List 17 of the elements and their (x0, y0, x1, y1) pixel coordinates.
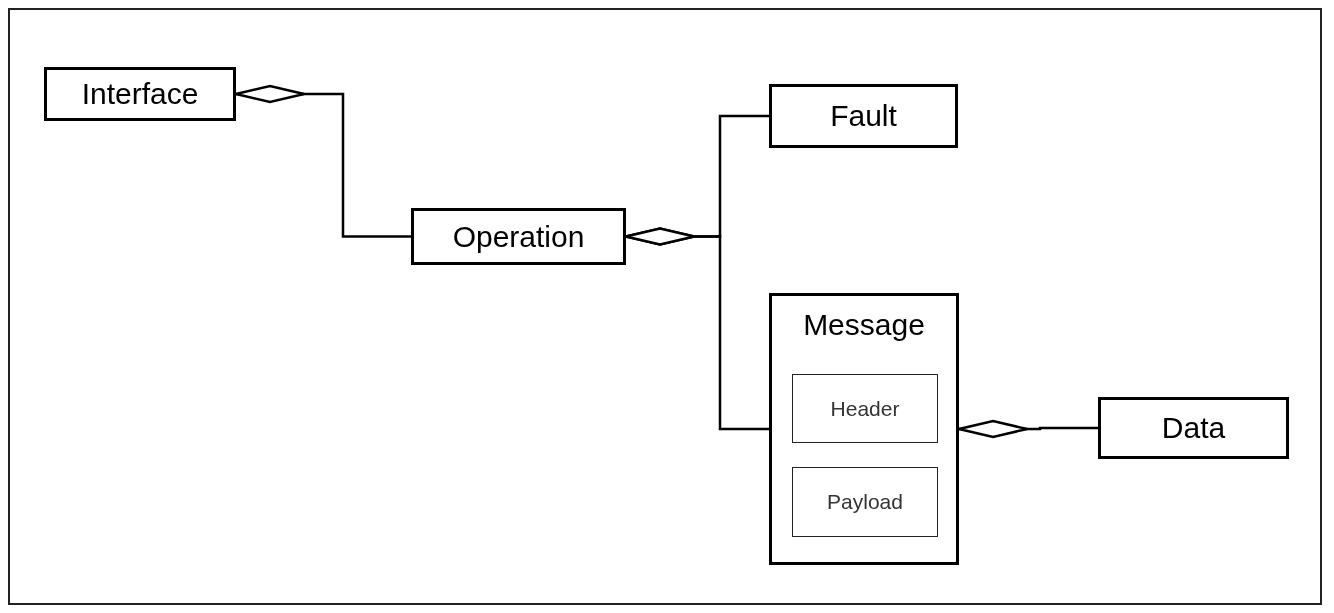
part-box (792, 467, 938, 537)
container-box (769, 293, 959, 565)
node-label: Header (830, 396, 900, 421)
aggregation-connector (234, 84, 411, 238)
class-box (411, 208, 626, 265)
node-label: Fault (830, 99, 897, 133)
class-box (44, 67, 236, 121)
aggregation-connector (957, 419, 1098, 439)
node-label: Interface (81, 77, 199, 111)
node-label: Payload (827, 490, 903, 514)
node-label: Operation (452, 219, 585, 254)
class-box (769, 84, 958, 148)
part-box (792, 374, 938, 443)
node-label: Data (1161, 411, 1226, 445)
aggregation-connector (624, 227, 769, 431)
class-box (1098, 397, 1289, 459)
node-label: Message (803, 308, 925, 342)
